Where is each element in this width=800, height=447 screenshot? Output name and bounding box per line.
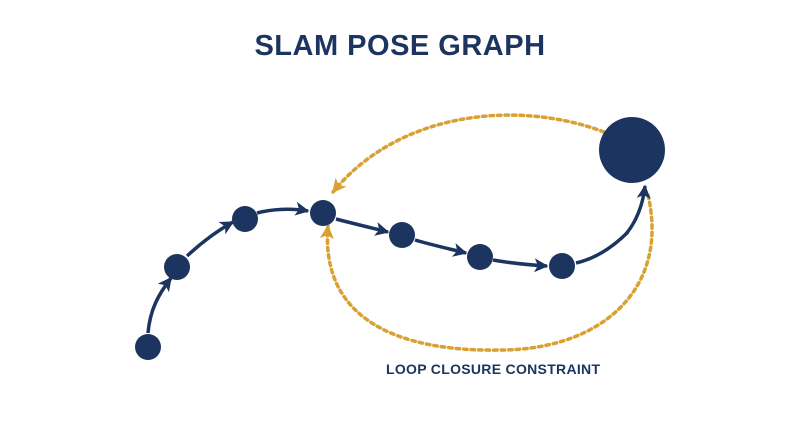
loop-closure-label: LOOP CLOSURE CONSTRAINT [386, 361, 601, 377]
diagram-title: SLAM POSE GRAPH [254, 30, 546, 62]
odometry-edge [185, 220, 235, 258]
odometry-edge [492, 258, 549, 273]
odometry-edge [575, 230, 630, 265]
pose-node-2 [164, 254, 190, 280]
pose-node-3 [232, 206, 258, 232]
pose-node-6 [467, 244, 493, 270]
odometry-edge [414, 238, 468, 257]
pose-node-1 [135, 334, 161, 360]
odometry-edge [146, 276, 173, 334]
odometry-edge [624, 184, 651, 236]
pose-node-5 [389, 222, 415, 248]
current-pose-node [599, 117, 665, 183]
odometry-edge [335, 217, 390, 236]
odometry-edge [256, 201, 310, 216]
pose-node-4 [310, 200, 336, 226]
pose-node-7 [549, 253, 575, 279]
loop-closure-arc-upper [331, 113, 606, 194]
loop-closure-arc-lower [319, 193, 654, 352]
